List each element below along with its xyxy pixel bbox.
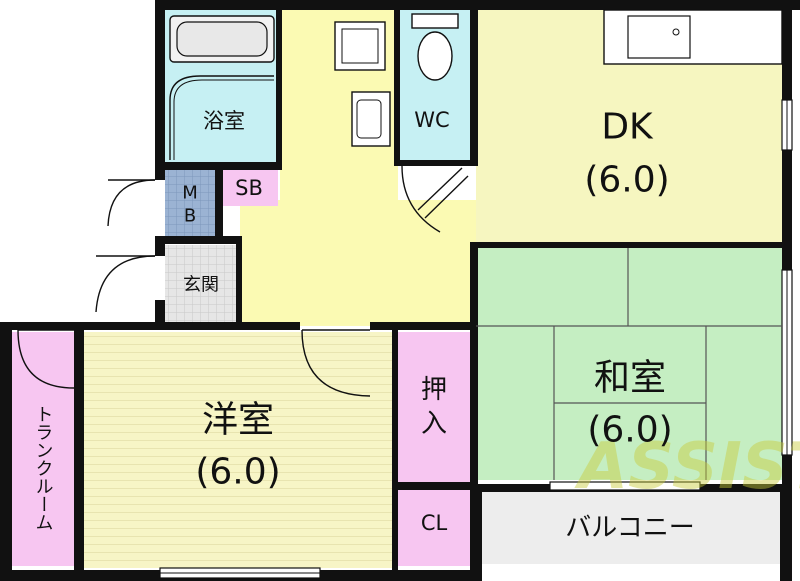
room-label-oshiire-2: 入: [421, 409, 447, 439]
room-label-balcony: バルコニー: [565, 513, 694, 543]
room-size-dk: (6.0): [584, 160, 669, 201]
room-label-washitsu: 和室: [594, 358, 666, 399]
mb-floor: [165, 170, 215, 236]
windows: [159, 99, 793, 579]
room-label-sb: SB: [235, 176, 263, 200]
room-label-genkan: 玄関: [183, 275, 219, 296]
washitsu-floor: [476, 248, 782, 480]
room-label-wc: WC: [414, 108, 449, 132]
room-label-bath: 浴室: [203, 109, 245, 133]
watermark-logo: ASSIST: [574, 430, 800, 504]
room-size-youshitsu: (6.0): [195, 452, 280, 493]
room-label-cl: CL: [421, 511, 448, 535]
trunk-floor: [12, 332, 74, 566]
doors: [17, 165, 469, 397]
room-label-dk: DK: [601, 107, 654, 148]
room-size-washitsu: (6.0): [587, 410, 672, 451]
svg-text:ASSIST: ASSIST: [574, 430, 800, 504]
genkan-floor: [165, 245, 237, 323]
youshitsu-floor: [84, 332, 392, 568]
tatami-lines: [476, 248, 782, 480]
room-label-oshiire-1: 押: [421, 375, 447, 405]
oshiire-floor: [398, 332, 470, 482]
room-label-mb-m: M: [182, 183, 198, 204]
balcony-floor: [482, 492, 782, 564]
kitchen-counter-icon: [603, 9, 783, 65]
washbasin-icon: [334, 21, 391, 147]
sb-floor: [220, 170, 278, 206]
cl-floor: [398, 490, 470, 566]
room-label-trunk: トランクルーム: [33, 405, 54, 531]
bathtub-icon: [169, 15, 275, 160]
corridor-floor-lower: [240, 200, 476, 326]
room-label-mb-b: B: [184, 206, 196, 227]
toilet-icon: [411, 13, 459, 81]
room-label-youshitsu: 洋室: [202, 400, 274, 441]
